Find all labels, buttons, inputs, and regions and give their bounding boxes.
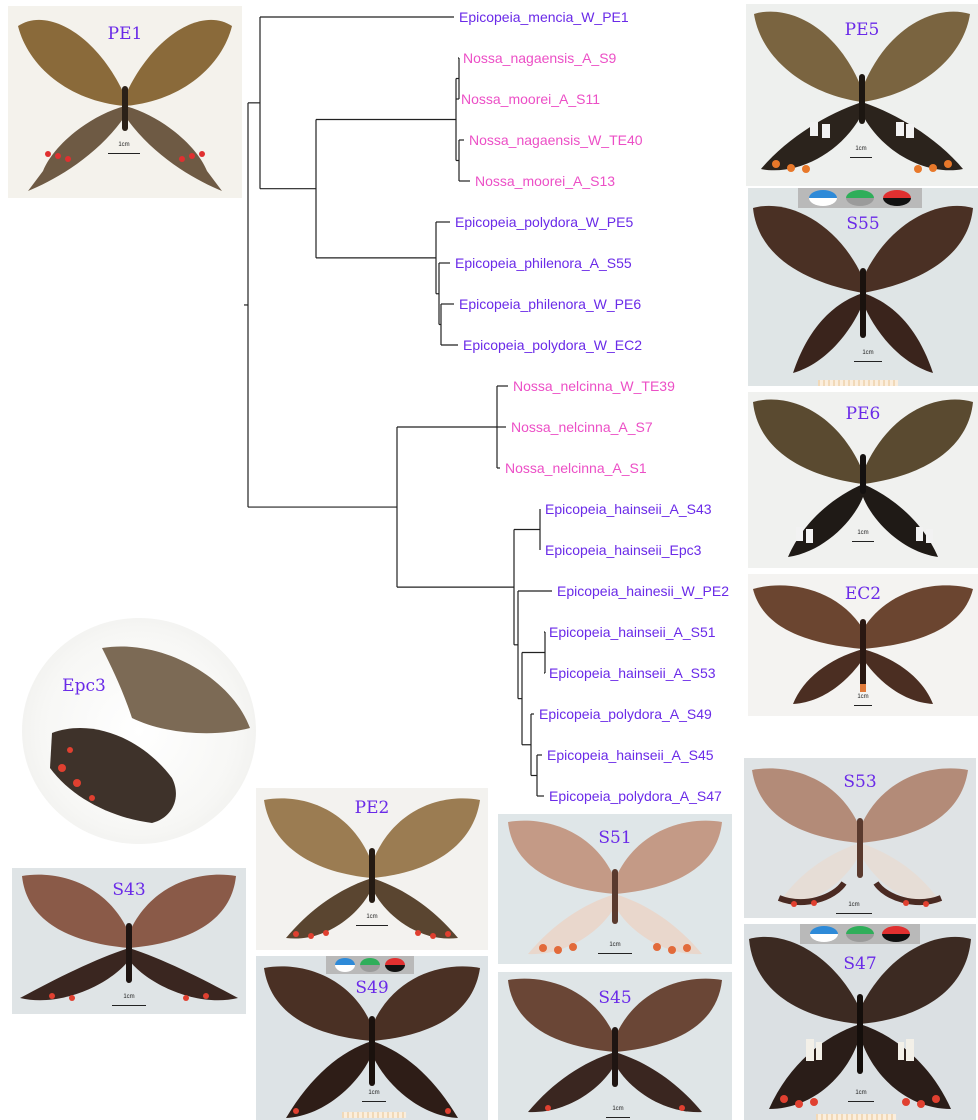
leaf-label-3: Nossa_moorei_A_S11 [461, 91, 600, 107]
specimen-label: Epc3 [22, 676, 256, 696]
scale-bar: 1cm [850, 148, 872, 158]
leaf-label-5: Nossa_moorei_A_S13 [475, 173, 615, 189]
butterfly-wing-fragments [22, 618, 256, 844]
scale-bar: 1cm [854, 696, 872, 706]
specimen-label: S43 [12, 880, 246, 900]
scale-bar: 1cm [836, 904, 872, 914]
specimen-label: PE5 [746, 20, 978, 40]
color-card [798, 188, 922, 208]
scale-bar: 1cm [854, 352, 882, 362]
scale-bar: 1cm [356, 916, 388, 926]
specimen-label: PE2 [256, 798, 488, 818]
leaf-label-16: Epicopeia_hainseii_A_S51 [549, 624, 716, 640]
leaf-label-2: Nossa_nagaensis_A_S9 [463, 50, 617, 66]
leaf-label-9: Epicopeia_polydora_W_EC2 [463, 337, 642, 353]
scale-bar: 1cm [112, 996, 146, 1006]
specimen-label: S53 [744, 772, 976, 792]
leaf-label-7: Epicopeia_philenora_A_S55 [455, 255, 632, 271]
leaf-label-6: Epicopeia_polydora_W_PE5 [455, 214, 633, 230]
specimen-photo-s47: S47 1cm [744, 924, 976, 1120]
tree-leaf-labels: Epicopeia_mencia_W_PE1Nossa_nagaensis_A_… [455, 9, 729, 804]
color-card [326, 956, 414, 974]
scale-bar: 1cm [108, 144, 140, 154]
color-card [800, 924, 920, 944]
leaf-label-11: Nossa_nelcinna_A_S7 [511, 419, 653, 435]
specimen-label: S49 [256, 978, 488, 998]
specimen-label: S51 [498, 828, 732, 848]
scale-bar: 1cm [852, 532, 874, 542]
ruler [342, 1112, 406, 1118]
leaf-label-4: Nossa_nagaensis_W_TE40 [469, 132, 643, 148]
scale-bar: 1cm [362, 1092, 386, 1102]
ruler [816, 1114, 896, 1120]
specimen-photo-pe6: PE6 1cm [748, 392, 978, 568]
scale-bar: 1cm [606, 1108, 630, 1118]
specimen-photo-pe5: PE5 1cm [746, 4, 978, 186]
specimen-label: PE6 [748, 404, 978, 424]
specimen-photo-s49: S49 1cm [256, 956, 488, 1120]
leaf-label-12: Nossa_nelcinna_A_S1 [505, 460, 647, 476]
leaf-label-14: Epicopeia_hainseii_Epc3 [545, 542, 702, 558]
specimen-photo-s55: S55 1cm [748, 188, 978, 386]
leaf-label-13: Epicopeia_hainseii_A_S43 [545, 501, 712, 517]
leaf-label-15: Epicopeia_hainesii_W_PE2 [557, 583, 729, 599]
specimen-photo-s53: S53 1cm [744, 758, 976, 918]
leaf-label-10: Nossa_nelcinna_W_TE39 [513, 378, 675, 394]
leaf-label-1: Epicopeia_mencia_W_PE1 [459, 9, 629, 25]
leaf-label-20: Epicopeia_polydora_A_S47 [549, 788, 722, 804]
specimen-photo-pe2: PE2 1cm [256, 788, 488, 950]
specimen-photo-s45: S45 1cm [498, 972, 732, 1120]
specimen-label: S47 [744, 954, 976, 974]
specimen-label: S55 [748, 214, 978, 234]
scale-bar: 1cm [598, 944, 632, 954]
specimen-photo-pe1: PE1 1cm [8, 6, 242, 198]
specimen-label: PE1 [8, 24, 242, 44]
specimen-label: EC2 [748, 584, 978, 604]
specimen-photo-ec2: EC2 1cm [748, 574, 978, 716]
specimen-photo-s51: S51 1cm [498, 814, 732, 964]
scale-bar: 1cm [848, 1092, 874, 1102]
leaf-label-17: Epicopeia_hainseii_A_S53 [549, 665, 716, 681]
leaf-label-8: Epicopeia_philenora_W_PE6 [459, 296, 641, 312]
ruler [818, 380, 898, 386]
specimen-photo-s43: S43 1cm [12, 868, 246, 1014]
leaf-label-19: Epicopeia_hainseii_A_S45 [547, 747, 714, 763]
leaf-label-18: Epicopeia_polydora_A_S49 [539, 706, 712, 722]
specimen-label: S45 [498, 988, 732, 1008]
specimen-photo-epc3: Epc3 [22, 618, 256, 844]
